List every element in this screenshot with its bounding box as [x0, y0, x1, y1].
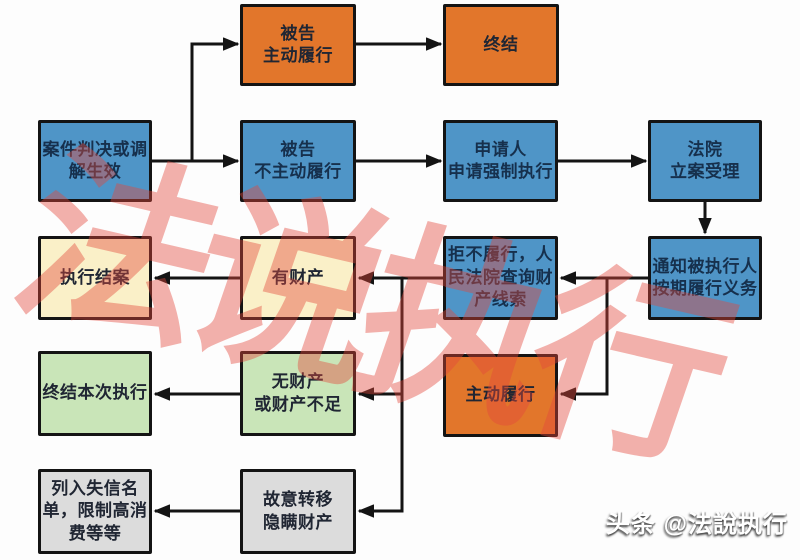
node-terminate: 终结: [443, 4, 559, 86]
node-hide-transfer-property: 故意转移 隐瞒财产: [240, 469, 356, 554]
node-blacklist-restrict-consumption: 列入失信名 单，限制高消 费等等: [38, 469, 152, 554]
node-notify-perform-obligation: 通知被执行人 按期履行义务: [648, 236, 762, 320]
node-judgment-effective: 案件判决或调 解生效: [38, 120, 152, 202]
node-court-accept-case: 法院 立案受理: [648, 120, 762, 202]
node-defendant-voluntary-perform: 被告 主动履行: [240, 4, 356, 86]
node-defendant-refuses-perform: 被告 不主动履行: [240, 120, 356, 202]
node-voluntary-perform: 主动履行: [443, 354, 558, 437]
toutiao-credit: 头条 @法說执行: [605, 511, 788, 538]
node-refuse-court-inquiry-property: 拒不履行，人 民法院查询财 产线索: [443, 236, 558, 320]
node-end-this-execution: 终结本次执行: [38, 351, 152, 436]
node-has-property: 有财产: [240, 236, 356, 320]
node-no-property-insufficient: 无财产 或财产不足: [240, 351, 356, 436]
node-execution-closed: 执行结案: [38, 236, 152, 320]
node-applicant-apply-enforcement: 申请人 申请强制执行: [443, 120, 558, 202]
